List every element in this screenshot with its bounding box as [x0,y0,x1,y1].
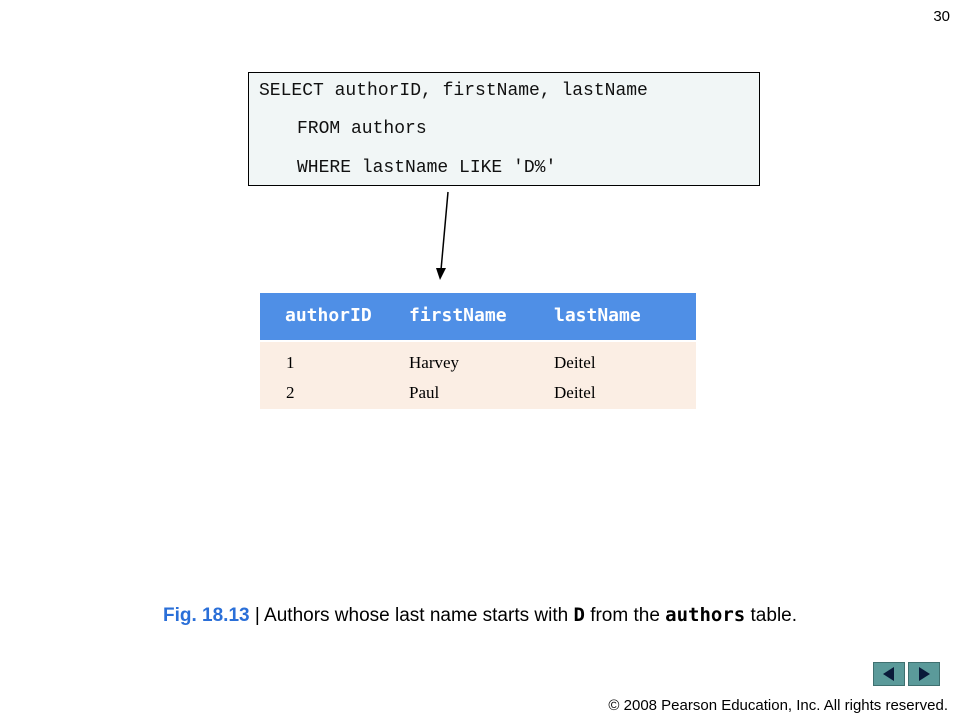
result-table-body: 1 Harvey Deitel 2 Paul Deitel [260,342,696,409]
triangle-left-icon [883,667,894,681]
table-row: 2 Paul Deitel [260,377,696,407]
cell-firstname: Harvey [409,353,460,372]
result-table: authorID firstName lastName 1 Harvey Dei… [260,293,696,409]
cell-lastname: Deitel [554,383,596,402]
result-table-header: authorID firstName lastName [260,293,696,340]
table-row: 1 Harvey Deitel [260,347,696,377]
arrow-down-icon [436,191,449,280]
caption-text: Authors whose last name starts with [264,605,574,626]
sql-line-from: FROM authors [297,119,427,139]
caption-text: table. [745,605,798,626]
caption-separator: | [249,605,265,626]
figure-caption: Fig. 18.13 | Authors whose last name sta… [0,604,960,627]
column-header-firstname: firstName [409,305,507,326]
figure-number: Fig. 18.13 [162,605,250,626]
caption-text: from the [584,605,666,626]
cell-firstname: Paul [409,383,440,402]
caption-code-authors: authors [665,604,746,626]
sql-query-box: SELECT authorID, firstName, lastName FRO… [248,72,760,186]
column-header-lastname: lastName [554,305,641,326]
column-header-authorid: authorID [285,305,372,326]
caption-code-d: D [573,604,585,626]
previous-slide-button[interactable] [873,662,905,686]
cell-authorid: 2 [286,383,295,402]
sql-line-select: SELECT authorID, firstName, lastName [259,81,648,101]
cell-lastname: Deitel [554,353,596,372]
cell-authorid: 1 [286,353,295,372]
copyright-notice: © 2008 Pearson Education, Inc. All right… [608,697,948,714]
page-number: 30 [933,8,950,25]
triangle-right-icon [919,667,930,681]
next-slide-button[interactable] [908,662,940,686]
slide-navigation [873,662,940,686]
sql-line-where: WHERE lastName LIKE 'D%' [297,158,557,178]
